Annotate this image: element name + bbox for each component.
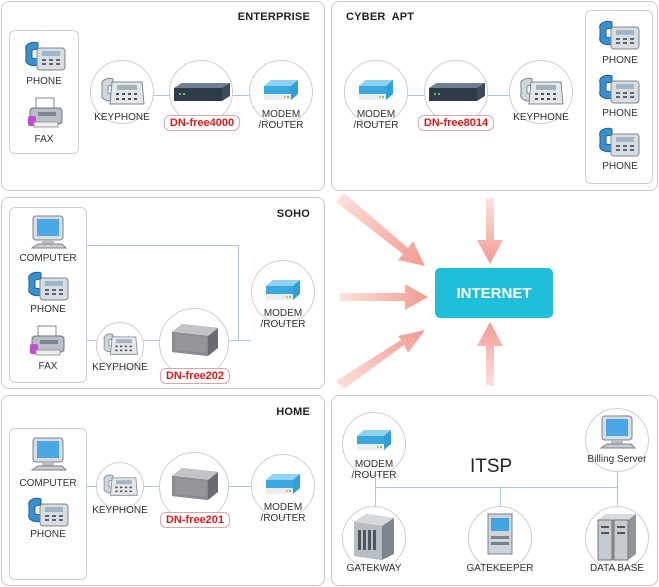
cyber-phone-label-2: PHONE	[602, 108, 638, 119]
home-modem-label-1: MODEM	[263, 502, 303, 513]
itsp-drop-billing	[617, 470, 618, 506]
phone-icon	[22, 40, 68, 74]
phone-icon	[25, 496, 71, 530]
keyphone-icon	[517, 74, 565, 108]
home-modem-label-2: /ROUTER	[260, 513, 306, 524]
soho-model-badge: DN-free202	[159, 368, 231, 384]
itsp-modem-label-1: MODEM	[354, 459, 394, 470]
cyber-keyphone-label: KEYPHONE	[513, 112, 569, 123]
modem-router-icon	[263, 278, 303, 302]
itsp-bus	[375, 487, 617, 488]
itsp-gatekway-label: GATEKWAY	[346, 563, 402, 574]
fax-icon	[26, 96, 66, 130]
soho-panel: SOHO COMPUTER PHONE FAX KEYPHONE DN-free…	[1, 197, 325, 389]
arrow-cyber	[477, 198, 503, 264]
soho-keyphone-label: KEYPHONE	[92, 362, 148, 373]
cyber-modem-label-1: MODEM	[356, 109, 396, 120]
gatekeeper-icon	[480, 510, 520, 558]
itsp-modem-circle	[342, 412, 406, 476]
home-title: HOME	[276, 406, 310, 418]
gateway-device-icon	[166, 464, 222, 504]
home-panel: HOME COMPUTER PHONE KEYPHONE DN-free201 …	[1, 395, 325, 586]
cyber-phone-label-1: PHONE	[602, 55, 638, 66]
keyphone-icon	[101, 330, 139, 358]
phone-icon	[596, 73, 642, 107]
phone-icon	[596, 19, 642, 53]
enterprise-panel: ENTERPRISE PHONE FAX KEYPHONE DN-free400…	[1, 1, 325, 191]
soho-modem-circle	[251, 260, 315, 324]
arrow-enterprise	[336, 193, 425, 266]
enterprise-modem-label-1: MODEM	[261, 109, 301, 120]
server-icon	[350, 512, 398, 562]
enterprise-modem-label-2: /ROUTER	[258, 120, 304, 131]
modem-router-icon	[263, 472, 303, 496]
fax-icon	[28, 324, 68, 358]
soho-modem-label-1: MODEM	[263, 308, 303, 319]
soho-modem-label-2: /ROUTER	[260, 319, 306, 330]
itsp-billing-label: Billing Server	[587, 454, 647, 465]
computer-icon	[28, 214, 68, 252]
arrow-itsp	[477, 322, 503, 386]
phone-icon	[25, 270, 71, 304]
itsp-panel: MODEM /ROUTER Billing Server GATEKWAY GA…	[331, 395, 658, 586]
arrow-home	[336, 330, 425, 389]
database-icon	[594, 512, 640, 562]
enterprise-phone-label: PHONE	[26, 76, 62, 87]
computer-icon	[597, 414, 637, 452]
modem-router-icon	[261, 78, 301, 102]
gateway-device-icon	[172, 82, 232, 102]
arrow-soho	[340, 284, 428, 310]
cyber-apt-title: CYBER APT	[346, 11, 415, 23]
modem-router-icon	[354, 428, 394, 452]
cyber-model-badge: DN-free8014	[417, 115, 495, 131]
itsp-drop-modem	[375, 476, 376, 506]
soho-top-connector-v	[238, 245, 239, 340]
computer-icon	[28, 436, 68, 474]
enterprise-fax-label: FAX	[34, 134, 54, 145]
cyber-phone-label-3: PHONE	[602, 161, 638, 172]
itsp-gatekeeper-label: GATEKEEPER	[466, 563, 534, 574]
itsp-drop-gatekeeper	[500, 487, 501, 507]
enterprise-title: ENTERPRISE	[237, 11, 310, 23]
cyber-modem-label-2: /ROUTER	[353, 120, 399, 131]
enterprise-keyphone-label: KEYPHONE	[94, 112, 150, 123]
gateway-device-icon	[166, 320, 222, 360]
home-keyphone-label: KEYPHONE	[92, 505, 148, 516]
itsp-database-label: DATA BASE	[589, 563, 645, 574]
keyphone-icon	[98, 74, 146, 108]
cyber-apt-panel: CYBER APT MODEM /ROUTER DN-free8014 KEYP…	[331, 1, 658, 191]
home-computer-label: COMPUTER	[19, 478, 77, 489]
soho-top-connector-h	[87, 245, 238, 246]
modem-router-icon	[356, 78, 396, 102]
soho-computer-label: COMPUTER	[19, 253, 77, 264]
soho-fax-label: FAX	[38, 361, 58, 372]
itsp-label: ITSP	[470, 456, 513, 477]
soho-phone-label: PHONE	[30, 304, 66, 315]
keyphone-icon	[101, 471, 139, 499]
home-model-badge: DN-free201	[159, 512, 231, 528]
itsp-modem-label-2: /ROUTER	[351, 470, 397, 481]
enterprise-model-badge: DN-free4000	[163, 115, 241, 131]
home-phone-label: PHONE	[30, 529, 66, 540]
internet-box: INTERNET	[435, 268, 553, 318]
phone-icon	[596, 126, 642, 160]
soho-title: SOHO	[276, 208, 310, 220]
gateway-device-icon	[427, 82, 487, 102]
internet-label: INTERNET	[456, 284, 532, 302]
